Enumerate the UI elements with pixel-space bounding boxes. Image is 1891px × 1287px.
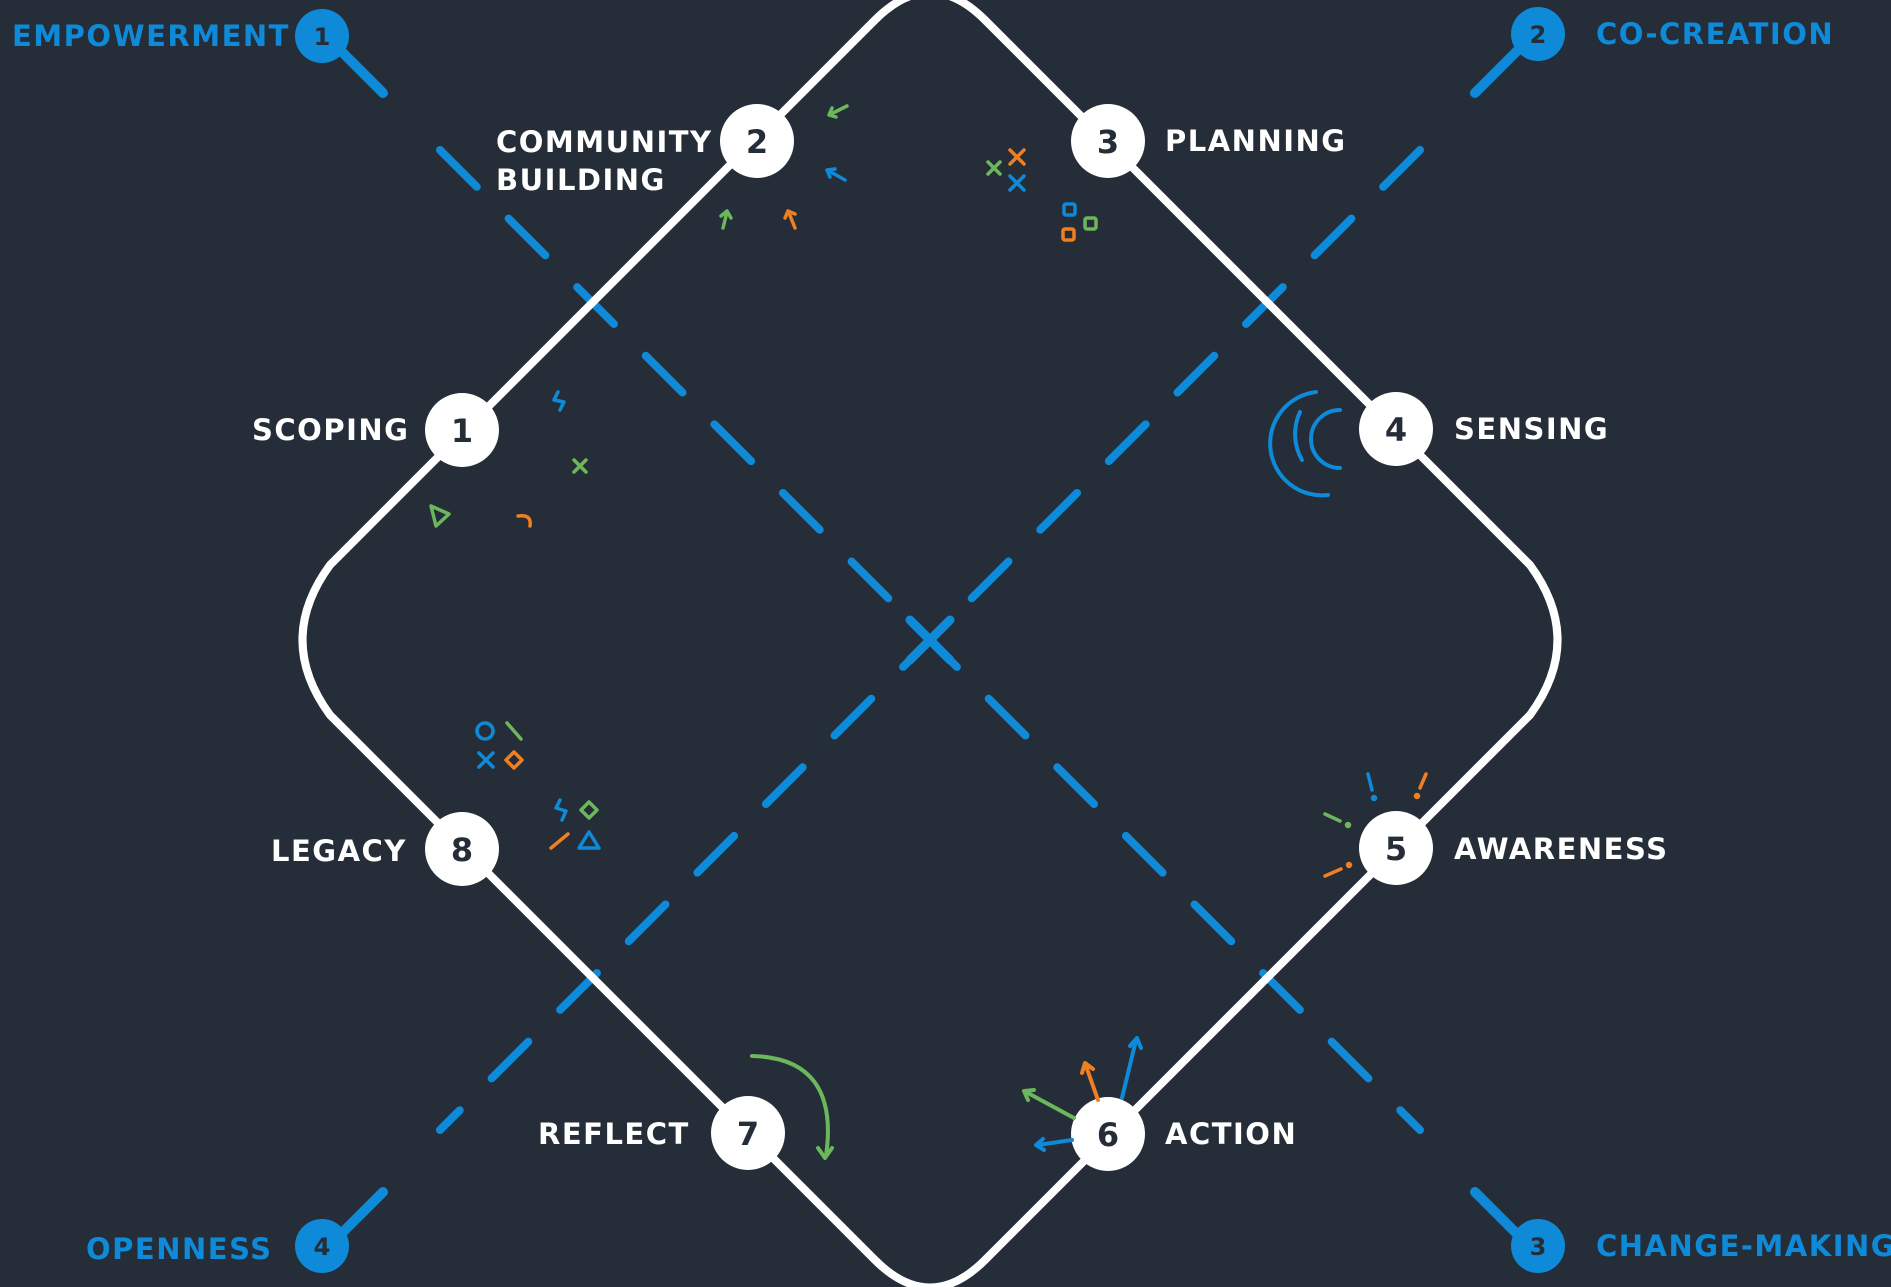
line-icon — [549, 832, 570, 850]
cross-icon — [986, 160, 1002, 176]
step-label: REFLECT — [538, 1117, 690, 1151]
principle-connectors — [335, 45, 1523, 1240]
arrow-icon — [783, 209, 797, 230]
spark-lines-icon — [1323, 772, 1428, 878]
cross-icon — [477, 751, 495, 769]
journey-ring — [298, 0, 1562, 1287]
step-label-line2: BUILDING — [496, 163, 666, 197]
principle-number: 3 — [1530, 1233, 1547, 1261]
step-1-decorations — [429, 390, 588, 528]
triangle-icon — [429, 504, 451, 528]
step-label: PLANNING — [1165, 124, 1347, 158]
step-number: 2 — [746, 123, 768, 161]
step-7: 7 REFLECT — [538, 1096, 785, 1170]
arrow-icon — [825, 167, 847, 182]
principle-1: 1 EMPOWERMENT — [12, 9, 349, 63]
principle-label: EMPOWERMENT — [12, 19, 290, 53]
signal-waves-icon — [1268, 390, 1342, 498]
step-node — [1071, 104, 1145, 178]
step-number: 1 — [451, 412, 473, 450]
principle-2: 2 CO-CREATION — [1511, 7, 1834, 61]
cross-icon — [1008, 148, 1026, 166]
step-node — [425, 812, 499, 886]
step-node — [1071, 1097, 1145, 1171]
principle-label: CHANGE-MAKING — [1596, 1229, 1891, 1263]
step-node — [1359, 392, 1433, 466]
diamond-icon — [504, 750, 524, 770]
multi-arrow-icon — [1022, 1036, 1143, 1152]
principle-label: CO-CREATION — [1596, 17, 1834, 51]
step-label: AWARENESS — [1454, 832, 1668, 866]
center-cross-icon — [905, 615, 955, 665]
step-1: 1 SCOPING — [252, 393, 499, 467]
step-6: 6 ACTION — [1071, 1097, 1297, 1171]
line-icon — [505, 721, 523, 741]
principle-number: 2 — [1530, 21, 1547, 49]
step-8: 8 LEGACY — [271, 812, 499, 886]
cross-icon — [572, 458, 588, 474]
step-5: 5 AWARENESS — [1359, 811, 1668, 885]
principle-label: OPENNESS — [86, 1232, 273, 1266]
step-label: COMMUNITY — [496, 125, 713, 159]
square-icon — [1062, 202, 1077, 217]
step-label: LEGACY — [271, 834, 407, 868]
diamond-icon — [579, 800, 599, 820]
principle-badge — [1511, 7, 1565, 61]
step-node — [1359, 811, 1433, 885]
principle-3: 3 CHANGE-MAKING — [1511, 1219, 1891, 1273]
circle-icon — [475, 721, 495, 741]
square-icon — [1083, 216, 1098, 231]
step-node — [425, 393, 499, 467]
step-label: SENSING — [1454, 412, 1609, 446]
step-number: 4 — [1385, 411, 1407, 449]
step-2-decorations — [719, 104, 849, 230]
step-3-decorations — [986, 148, 1098, 242]
step-3: 3 PLANNING — [1071, 104, 1347, 178]
step-4: 4 SENSING — [1359, 392, 1609, 466]
principle-4: 4 OPENNESS — [86, 1219, 349, 1273]
step-number: 3 — [1097, 123, 1119, 161]
step-label: SCOPING — [252, 413, 409, 447]
triangle-icon — [577, 830, 601, 850]
step-number: 5 — [1385, 830, 1407, 868]
step-2: 2 COMMUNITY BUILDING — [496, 104, 794, 197]
cross-icon — [1008, 174, 1026, 192]
squiggle-icon — [554, 798, 568, 822]
step-8-decorations — [475, 721, 601, 850]
step-number: 7 — [737, 1115, 759, 1153]
principle-badge — [295, 1219, 349, 1273]
principle-badge — [1511, 1219, 1565, 1273]
step-number: 8 — [451, 831, 473, 869]
arrow-icon — [719, 209, 733, 230]
step-number: 6 — [1097, 1116, 1119, 1154]
arrow-icon — [827, 104, 849, 119]
arc-icon — [516, 513, 532, 528]
square-icon — [1061, 227, 1076, 242]
step-node — [720, 104, 794, 178]
principle-badge — [295, 9, 349, 63]
curved-arrow-icon — [750, 1054, 834, 1160]
squiggle-icon — [552, 390, 566, 412]
principle-number: 1 — [314, 23, 331, 51]
principle-number: 4 — [314, 1233, 331, 1261]
step-node — [711, 1096, 785, 1170]
step-label: ACTION — [1165, 1117, 1297, 1151]
